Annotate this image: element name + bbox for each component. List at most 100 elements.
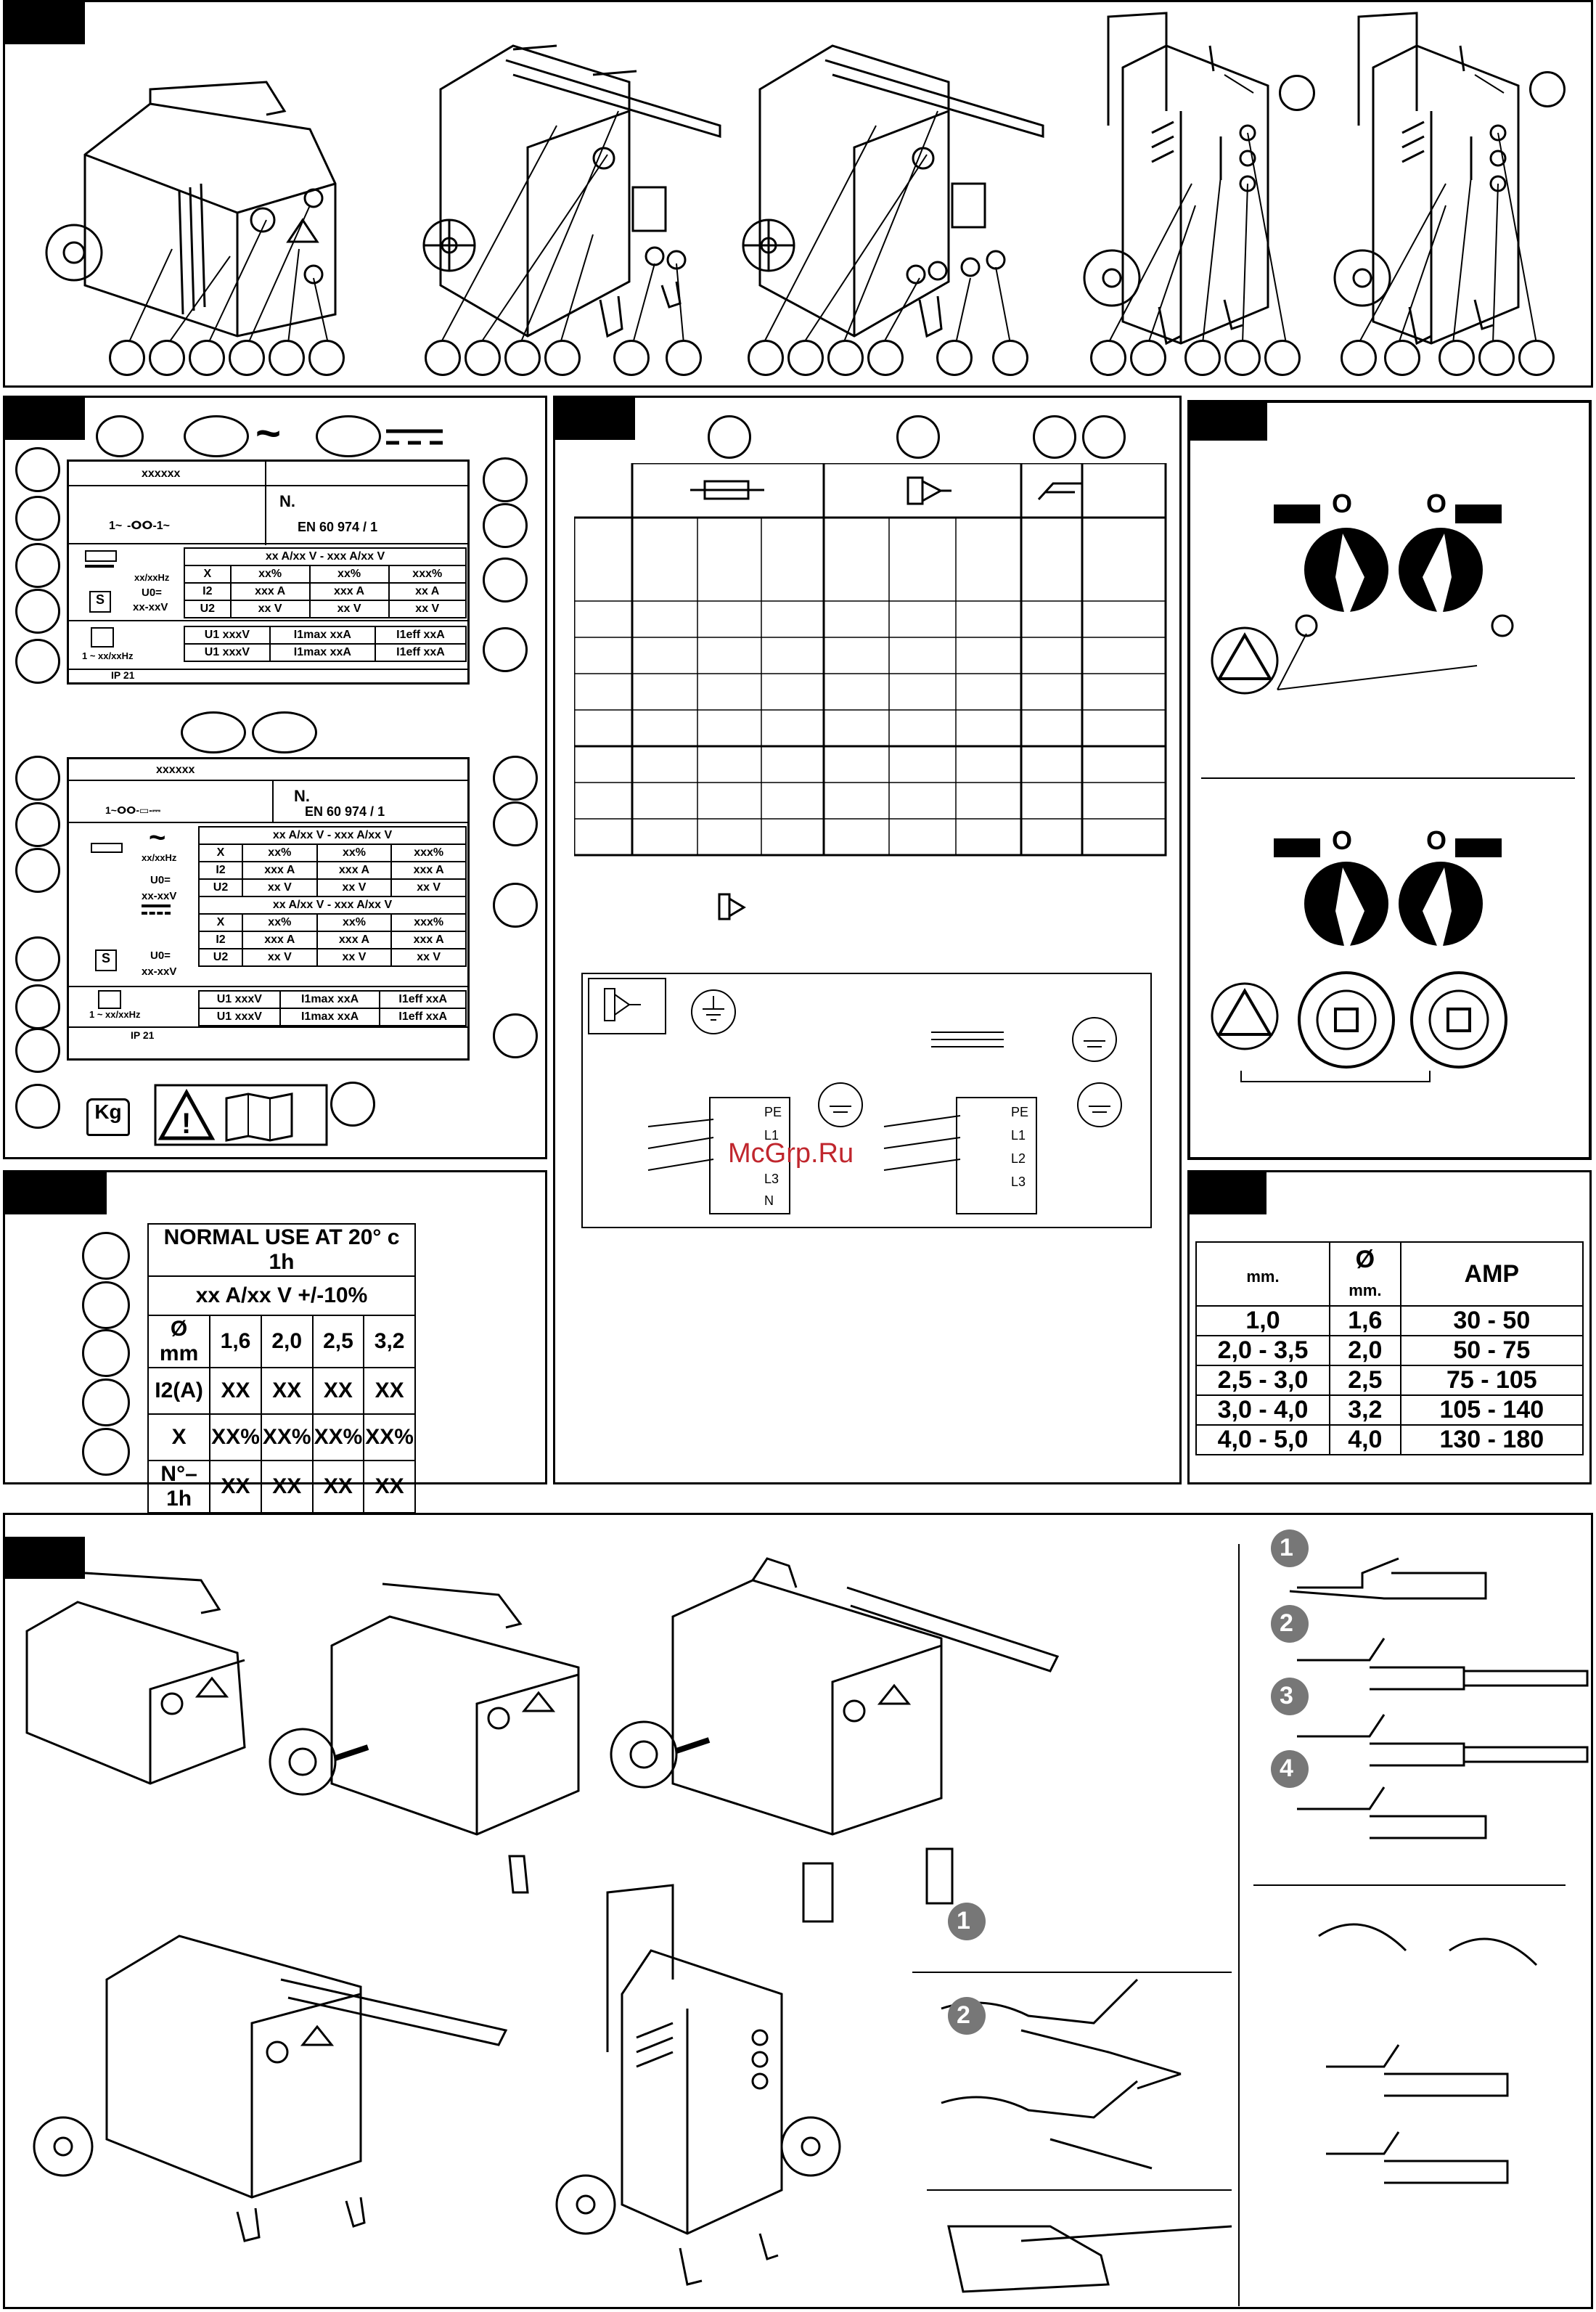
- plate-ip: IP 21: [111, 669, 135, 681]
- welding-symbol-icon: [85, 550, 117, 562]
- plate-supply-freq: 1 ~ xx/xxHz: [89, 1009, 141, 1020]
- plate-number: N.: [279, 492, 295, 510]
- cell: 2,0: [260, 1315, 314, 1368]
- cell: 2,5: [311, 1315, 365, 1368]
- cell: XX: [363, 1367, 416, 1415]
- cell: xx V: [241, 878, 318, 897]
- cell: 1,6: [1329, 1305, 1401, 1336]
- cell: 3,2: [1329, 1394, 1401, 1426]
- callout-oval: [184, 415, 249, 457]
- cell: 2,5 - 3,0: [1195, 1365, 1330, 1396]
- cell: X: [198, 843, 243, 862]
- cell: XX: [363, 1460, 416, 1514]
- section-tab-b: [5, 398, 85, 440]
- callout-circle: [483, 627, 528, 672]
- normal-use-table: NORMAL USE AT 20° c 1h xx A/xx V +/-10% …: [147, 1223, 416, 1514]
- clamp-step-number: 1: [957, 1907, 970, 1935]
- diameter-symbol: Ø: [1355, 1246, 1375, 1273]
- plate-number: N.: [294, 787, 310, 805]
- cell: xx V: [316, 948, 393, 967]
- cell: U1 xxxV: [198, 990, 281, 1009]
- terminal-n: N: [764, 1193, 774, 1208]
- thickness-header: mm.: [1195, 1241, 1330, 1307]
- callout-circle: [1224, 340, 1261, 376]
- terminal-l2: L2: [1011, 1151, 1026, 1166]
- cable-section-icon: [1037, 482, 1082, 501]
- callout-circle: [1264, 340, 1301, 376]
- cell: XX%: [311, 1413, 365, 1461]
- cell: I1eff xxA: [379, 990, 467, 1009]
- plate-model: xxxxxx: [142, 467, 181, 480]
- step-number: 2: [1280, 1609, 1293, 1637]
- cell: 105 - 140: [1399, 1394, 1584, 1426]
- amp-header: AMP: [1399, 1241, 1584, 1307]
- cell: X: [147, 1413, 211, 1461]
- cell: 50 - 75: [1399, 1335, 1584, 1366]
- plate-u0: U0=: [150, 874, 171, 886]
- plate-phase: 1~: [109, 520, 123, 532]
- callout-circle: [1279, 75, 1315, 111]
- panel-assembly: 1 2 3 4 1 2: [3, 1513, 1593, 2309]
- callout-circle: [149, 340, 185, 376]
- terminal-l3: L3: [1011, 1175, 1026, 1189]
- transformer-icon: -ⵔⵔ-1~: [127, 520, 171, 532]
- supply-grid-table: [574, 463, 1167, 857]
- plate-model: xxxxxx: [156, 764, 195, 776]
- callout-circle: [1478, 340, 1515, 376]
- section-tab-e: [5, 1172, 107, 1214]
- callout-circle: [613, 340, 650, 376]
- cell: xx%: [308, 565, 390, 584]
- cell: 130 - 180: [1399, 1424, 1584, 1455]
- callout-circle: [493, 801, 538, 846]
- electrode-diameter-label: Ø mm: [147, 1315, 211, 1368]
- callout-circle: [867, 340, 904, 376]
- normal-use-title: NORMAL USE AT 20° c 1h: [147, 1223, 416, 1277]
- callout-circle: [504, 340, 541, 376]
- section-tab-a: [5, 2, 85, 44]
- cell: xxx%: [390, 843, 467, 862]
- cell: X: [184, 565, 232, 584]
- step-number: 4: [1280, 1755, 1293, 1782]
- ac-symbol: ~: [255, 409, 282, 457]
- rating-plate-ac-dc: xxxxxx N. 1~ⵔⵔ-▭-⎓ EN 60 974 / 1 ~ xx/xx…: [67, 757, 470, 1061]
- callout-circle: [15, 848, 60, 893]
- cell: xx V: [241, 948, 318, 967]
- step-number: 3: [1280, 1682, 1293, 1710]
- callout-circle: [15, 447, 60, 492]
- callout-circle: [1384, 340, 1420, 376]
- cell: xx%: [241, 843, 318, 862]
- callout-circle: [109, 340, 145, 376]
- callout-circle: [15, 936, 60, 981]
- callout-circle: [708, 415, 751, 459]
- callout-circle: [308, 340, 345, 376]
- cell: XX: [311, 1460, 365, 1514]
- plate-freq: xx/xxHz: [134, 572, 170, 583]
- callout-oval: [181, 711, 246, 753]
- terminal-pe: PE: [764, 1105, 782, 1119]
- wiring-diagram: [588, 978, 1122, 1214]
- thickness-unit: mm.: [1246, 1267, 1280, 1286]
- wiring-diagram-box: PE L1 L3 N PE L1 L2 L3: [581, 973, 1152, 1228]
- callout-circle: [15, 589, 60, 634]
- cell: 2,0: [1329, 1335, 1401, 1366]
- watermark-text: McGrp.Ru: [728, 1138, 854, 1169]
- rating-plate-single: xxxxxx N. 1~ -ⵔⵔ-1~ EN 60 974 / 1 xx A/x…: [67, 459, 470, 685]
- callout-circle: [1033, 415, 1076, 459]
- cell: I1max xxA: [279, 1008, 381, 1026]
- plate-standard: EN 60 974 / 1: [298, 520, 378, 534]
- cell: xxx A: [241, 931, 318, 949]
- cell: XX: [311, 1367, 365, 1415]
- dc-symbol-dashes: [142, 912, 171, 915]
- callout-circle: [666, 340, 702, 376]
- step-number: 1: [1280, 1534, 1293, 1561]
- cell: U2: [198, 878, 243, 897]
- callout-circle: [330, 1082, 375, 1127]
- panel-supply-table: PE L1 L3 N PE L1 L2 L3: [553, 396, 1182, 1484]
- cell: I1eff xxA: [375, 626, 467, 645]
- off-position-label: O: [1426, 489, 1447, 518]
- callout-oval: [252, 711, 317, 753]
- plate-u0: U0=: [150, 949, 171, 962]
- fuse-icon: [690, 480, 764, 500]
- terminal-l1: L1: [1011, 1128, 1026, 1143]
